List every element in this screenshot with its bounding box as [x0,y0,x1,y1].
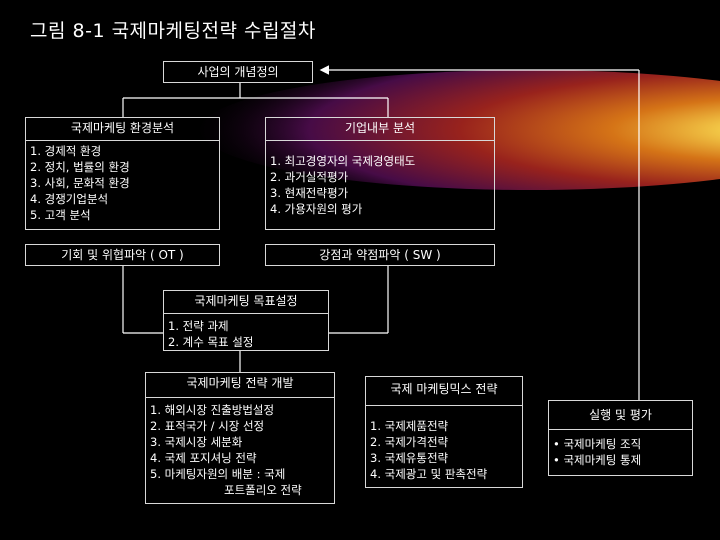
goal-setting-header: 국제마케팅 목표설정 [194,294,298,308]
strategy-development-header: 국제마케팅 전략 개발 [186,376,294,390]
internal-analysis-header: 기업내부 분석 [344,121,416,135]
marketing-mix-box: 국제 마케팅믹스 전략 1. 국제제품전략 2. 국제가격전략 3. 국제유통전… [365,376,523,488]
mix-item: 1. 국제제품전략 [370,419,449,433]
internal-analysis-box: 기업내부 분석 1. 최고경영자의 국제경영태도 2. 과거실적평가 3. 현재… [265,117,495,230]
internal-item: 2. 과거실적평가 [270,170,349,184]
environment-analysis-box: 국제마케팅 환경분석 1. 경제적 환경 2. 정치, 법률의 환경 3. 사회… [25,117,220,230]
strategy-item: 3. 국제시장 세분화 [150,435,243,449]
sw-box: 강점과 약점파악 ( SW ) [265,244,495,266]
environment-analysis-header: 국제마케팅 환경분석 [70,121,175,135]
figure-title: 그림 8-1 국제마케팅전략 수립절차 [30,20,316,42]
internal-item: 1. 최고경영자의 국제경영태도 [270,154,416,168]
exec-item: • 국제마케팅 조직 [553,437,642,451]
strategy-development-box: 국제마케팅 전략 개발 1. 해외시장 진출방법설정 2. 표적국가 / 시장 … [145,372,335,504]
mix-item: 4. 국제광고 및 판촉전략 [370,467,488,481]
execution-evaluation-box: 실행 및 평가 • 국제마케팅 조직 • 국제마케팅 통제 [548,400,693,476]
strategy-item: 4. 국제 포지셔닝 전략 [150,451,257,465]
strategy-item: 2. 표적국가 / 시장 선정 [150,419,265,433]
ot-box: 기회 및 위협파악 ( OT ) [25,244,220,266]
mix-item: 3. 국제유통전략 [370,451,449,465]
goal-item: 2. 계수 목표 설정 [168,335,254,349]
ot-label: 기회 및 위협파악 ( OT ) [61,248,184,262]
env-item: 3. 사회, 문화적 환경 [30,176,130,190]
strategy-item: 포트폴리오 전략 [224,483,302,497]
exec-item: • 국제마케팅 통제 [553,453,642,467]
business-definition-box: 사업의 개념정의 [163,61,313,83]
goal-setting-box: 국제마케팅 목표설정 1. 전략 과제 2. 계수 목표 설정 [163,290,329,351]
env-item: 4. 경쟁기업분석 [30,192,109,206]
strategy-item: 5. 마케팅자원의 배분 : 국제 [150,467,286,481]
mix-item: 2. 국제가격전략 [370,435,449,449]
comet-glow [200,70,720,190]
goal-item: 1. 전략 과제 [168,319,229,333]
env-item: 5. 고객 분석 [30,208,91,222]
internal-item: 3. 현재전략평가 [270,186,349,200]
marketing-mix-header: 국제 마케팅믹스 전략 [390,382,498,396]
internal-item: 4. 가용자원의 평가 [270,202,363,216]
sw-label: 강점과 약점파악 ( SW ) [319,248,441,262]
business-definition-label: 사업의 개념정의 [197,65,279,79]
env-item: 2. 정치, 법률의 환경 [30,160,130,174]
strategy-item: 1. 해외시장 진출방법설정 [150,403,275,417]
execution-evaluation-header: 실행 및 평가 [589,408,652,422]
env-item: 1. 경제적 환경 [30,144,102,158]
